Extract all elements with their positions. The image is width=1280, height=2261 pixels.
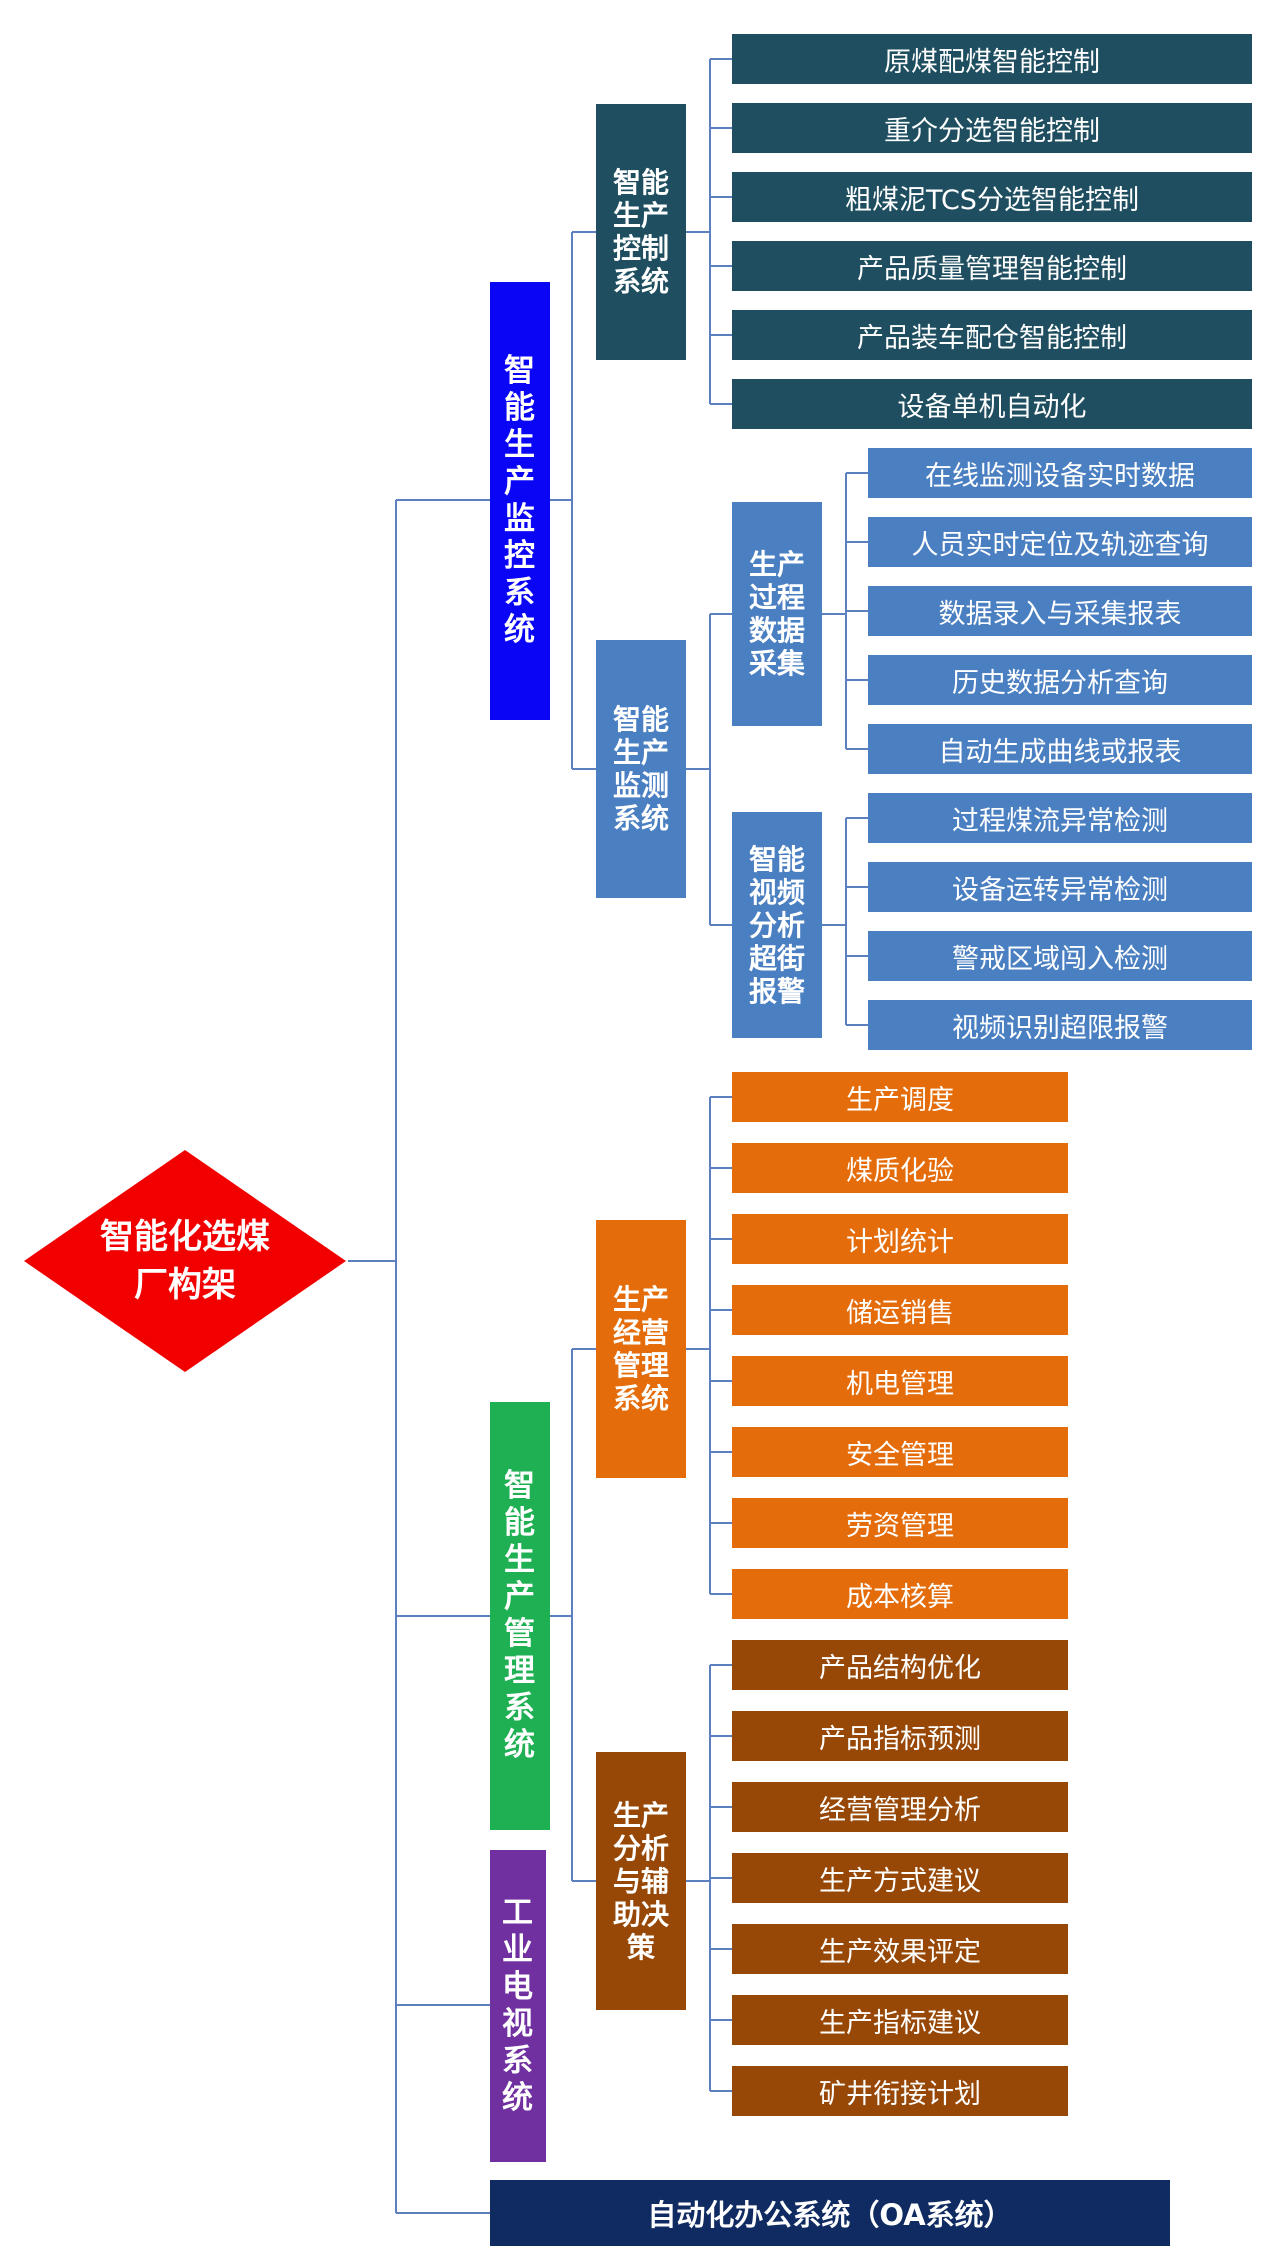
process-data-leaf: 人员实时定位及轨迹查询: [868, 517, 1252, 567]
video-alarm-leaf: 过程煤流异常检测: [868, 793, 1252, 843]
decision-leaf: 生产效果评定: [732, 1924, 1068, 1974]
decision-leaf: 产品指标预测: [732, 1711, 1068, 1761]
control-system-node: 智能生产控制系统: [596, 104, 686, 360]
root-diamond: [24, 1150, 346, 1372]
control-leaf: 粗煤泥TCS分选智能控制: [732, 172, 1252, 222]
decision-support-node: 生产分析与辅助决策: [596, 1752, 686, 2010]
control-leaf: 产品质量管理智能控制: [732, 241, 1252, 291]
decision-leaf: 生产指标建议: [732, 1995, 1068, 2045]
operation-leaf: 生产调度: [732, 1072, 1068, 1122]
oa-system-node: 自动化办公系统（OA系统）: [490, 2180, 1170, 2246]
operation-system-node: 生产经营管理系统: [596, 1220, 686, 1478]
decision-leaf: 矿井衔接计划: [732, 2066, 1068, 2116]
management-system-node: 智能生产管理系统: [490, 1402, 550, 1830]
decision-leaf: 生产方式建议: [732, 1853, 1068, 1903]
video-alarm-leaf: 警戒区域闯入检测: [868, 931, 1252, 981]
operation-leaf: 储运销售: [732, 1285, 1068, 1335]
process-data-leaf: 自动生成曲线或报表: [868, 724, 1252, 774]
monitor-system-node: 智能生产监控系统: [490, 282, 550, 720]
video-alarm-node: 智能视频分析超街报警: [732, 812, 822, 1038]
video-alarm-leaf: 设备运转异常检测: [868, 862, 1252, 912]
control-leaf: 设备单机自动化: [732, 379, 1252, 429]
decision-leaf: 经营管理分析: [732, 1782, 1068, 1832]
operation-leaf: 机电管理: [732, 1356, 1068, 1406]
process-data-leaf: 历史数据分析查询: [868, 655, 1252, 705]
video-alarm-leaf: 视频识别超限报警: [868, 1000, 1252, 1050]
control-leaf: 产品装车配仓智能控制: [732, 310, 1252, 360]
operation-leaf: 劳资管理: [732, 1498, 1068, 1548]
decision-leaf: 产品结构优化: [732, 1640, 1068, 1690]
operation-leaf: 成本核算: [732, 1569, 1068, 1619]
process-data-node: 生产过程数据采集: [732, 502, 822, 726]
operation-leaf: 安全管理: [732, 1427, 1068, 1477]
control-leaf: 原煤配煤智能控制: [732, 34, 1252, 84]
operation-leaf: 计划统计: [732, 1214, 1068, 1264]
operation-leaf: 煤质化验: [732, 1143, 1068, 1193]
root-label: 智能化选煤厂构架: [100, 1217, 270, 1305]
process-data-leaf: 在线监测设备实时数据: [868, 448, 1252, 498]
measure-system-node: 智能生产监测系统: [596, 640, 686, 898]
industrial-tv-system-node: 工业电视系统: [490, 1850, 546, 2162]
control-leaf: 重介分选智能控制: [732, 103, 1252, 153]
process-data-leaf: 数据录入与采集报表: [868, 586, 1252, 636]
